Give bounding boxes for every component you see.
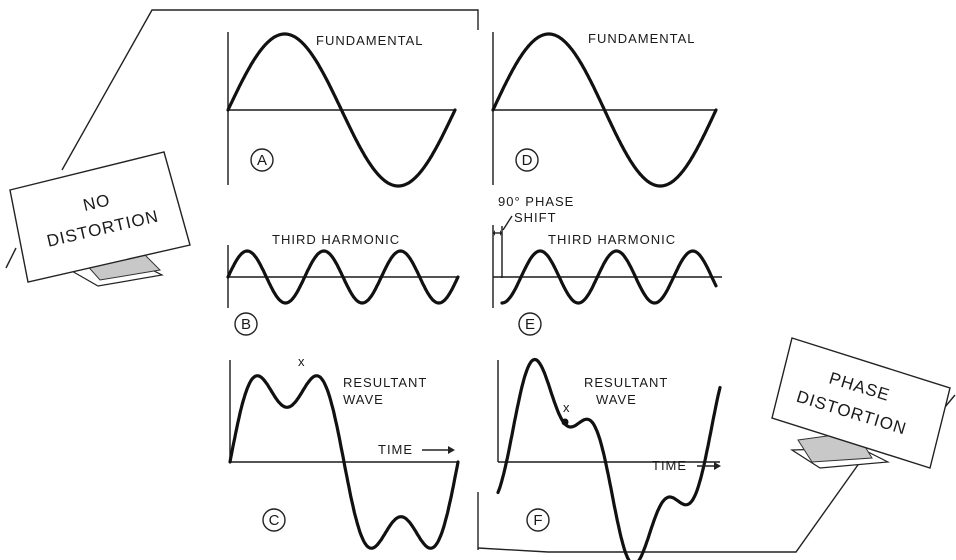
time-label-c: TIME [378,442,413,457]
label-resultant-c: RESULTANT [343,375,427,390]
label-wave-f: WAVE [596,392,637,407]
panel-d: FUNDAMENTAL D [493,31,716,186]
label-third-harmonic-e: THIRD HARMONIC [548,232,676,247]
panel-letter-f: F [533,512,542,529]
label-third-harmonic-b: THIRD HARMONIC [272,232,400,247]
panel-letter-b: B [241,316,251,333]
phase-distortion-sign: PHASE DISTORTION [772,338,950,468]
label-fundamental-d: FUNDAMENTAL [588,31,696,46]
peak-marker-c: x [298,354,306,369]
panel-a: FUNDAMENTAL A [228,32,455,186]
panel-f: x RESULTANT WAVE TIME F [498,360,721,560]
panel-e: 90° PHASE SHIFT THIRD HARMONIC E [493,194,722,335]
panel-letter-c: C [269,512,280,529]
phase-shift-line2: SHIFT [514,210,557,225]
label-fundamental-a: FUNDAMENTAL [316,33,424,48]
panel-letter-d: D [522,152,533,169]
phase-shift-line1: 90° PHASE [498,194,574,209]
panel-b: THIRD HARMONIC B [228,232,458,335]
no-distortion-sign: NO DISTORTION [10,152,190,286]
label-wave-c: WAVE [343,392,384,407]
frame-lines [6,10,955,552]
peak-marker-f: x [563,400,571,415]
time-label-f: TIME [652,458,687,473]
panel-c: x RESULTANT WAVE TIME C [230,354,458,548]
distortion-point-f [562,419,569,426]
label-resultant-f: RESULTANT [584,375,668,390]
panel-letter-a: A [257,152,267,169]
panel-letter-e: E [525,316,535,333]
